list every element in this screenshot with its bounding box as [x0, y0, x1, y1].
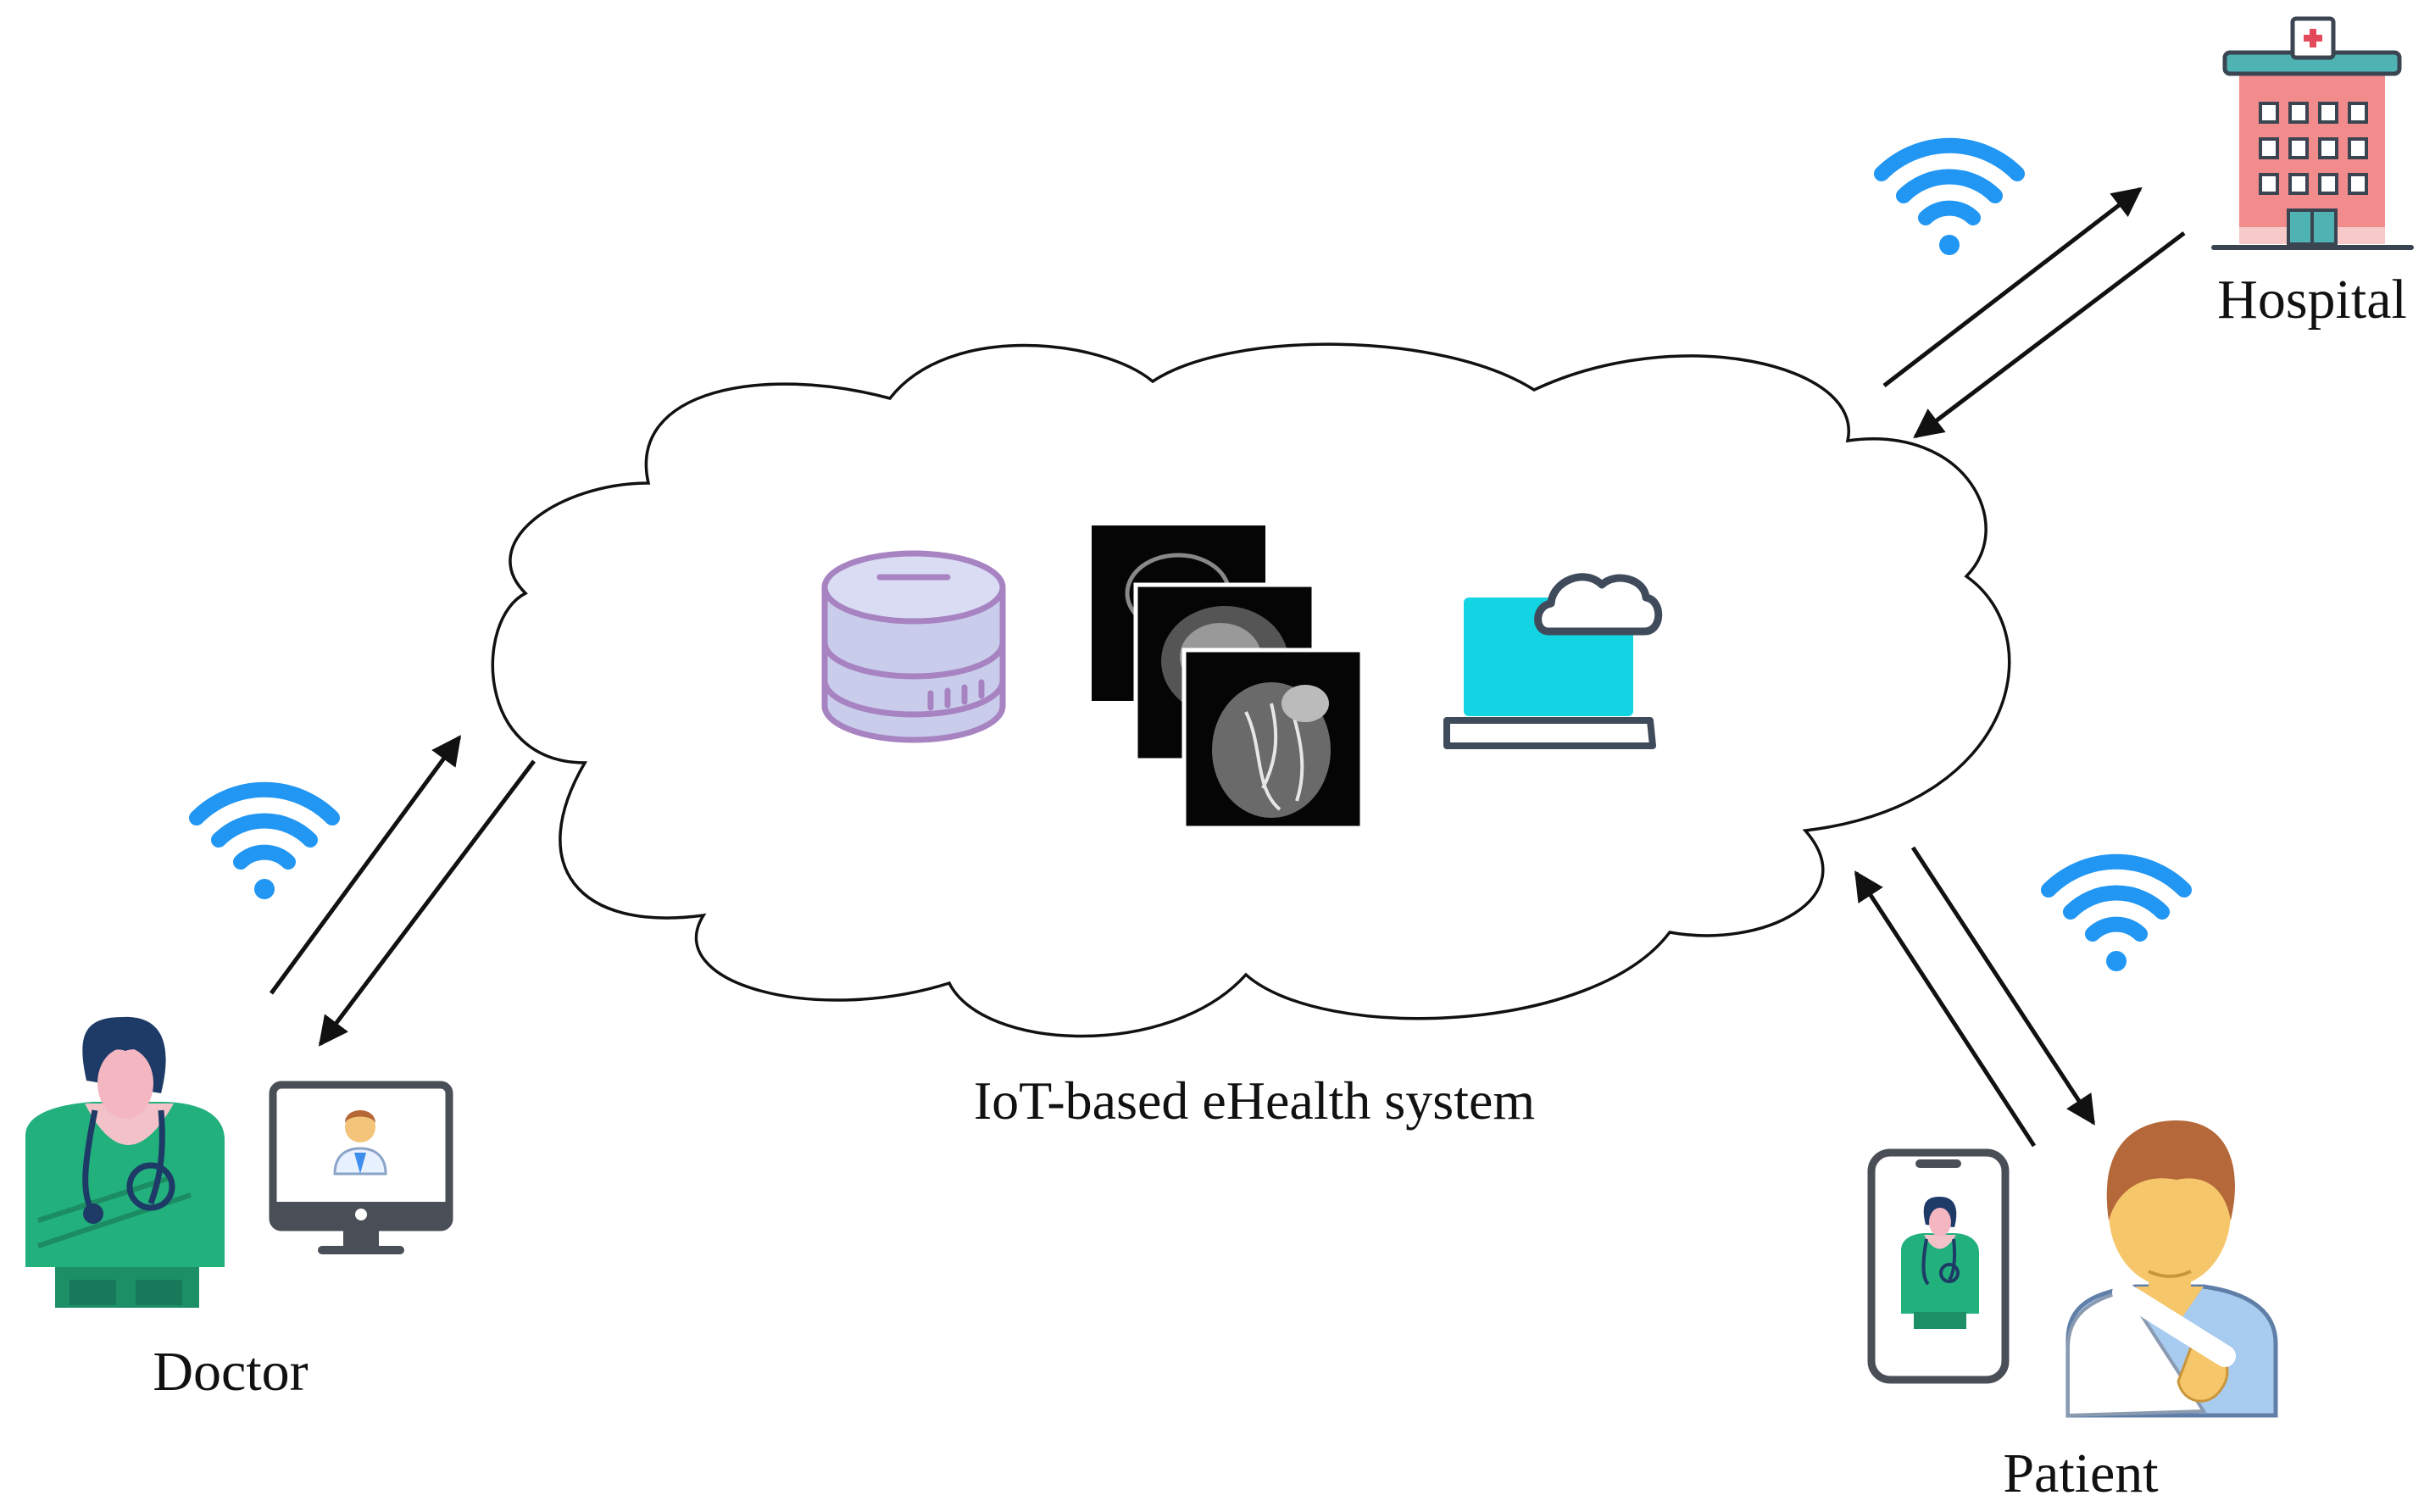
database-icon [821, 550, 1006, 743]
system-label: IoT-based eHealth system [974, 1070, 1535, 1131]
doctor-icon [25, 1016, 225, 1308]
patient-arrows [1854, 846, 2096, 1148]
doctor-label: Doctor [153, 1341, 308, 1403]
doctor-arrows [269, 735, 536, 1047]
hospital-arrows [1882, 186, 2186, 439]
wifi-icon [2049, 862, 2184, 971]
smartphone-doctor-icon [1867, 1148, 2010, 1384]
wifi-icon [197, 790, 332, 899]
hospital-building-icon [2211, 16, 2414, 250]
patient-label: Patient [2003, 1443, 2158, 1504]
medical-scan-images-icon [1092, 525, 1365, 831]
monitor-video-call-icon [269, 1081, 453, 1254]
hospital-label: Hospital [2217, 269, 2407, 331]
wifi-icon [1882, 146, 2017, 255]
cloud-laptop-icon [1443, 573, 1663, 749]
patient-icon [2065, 1120, 2278, 1418]
